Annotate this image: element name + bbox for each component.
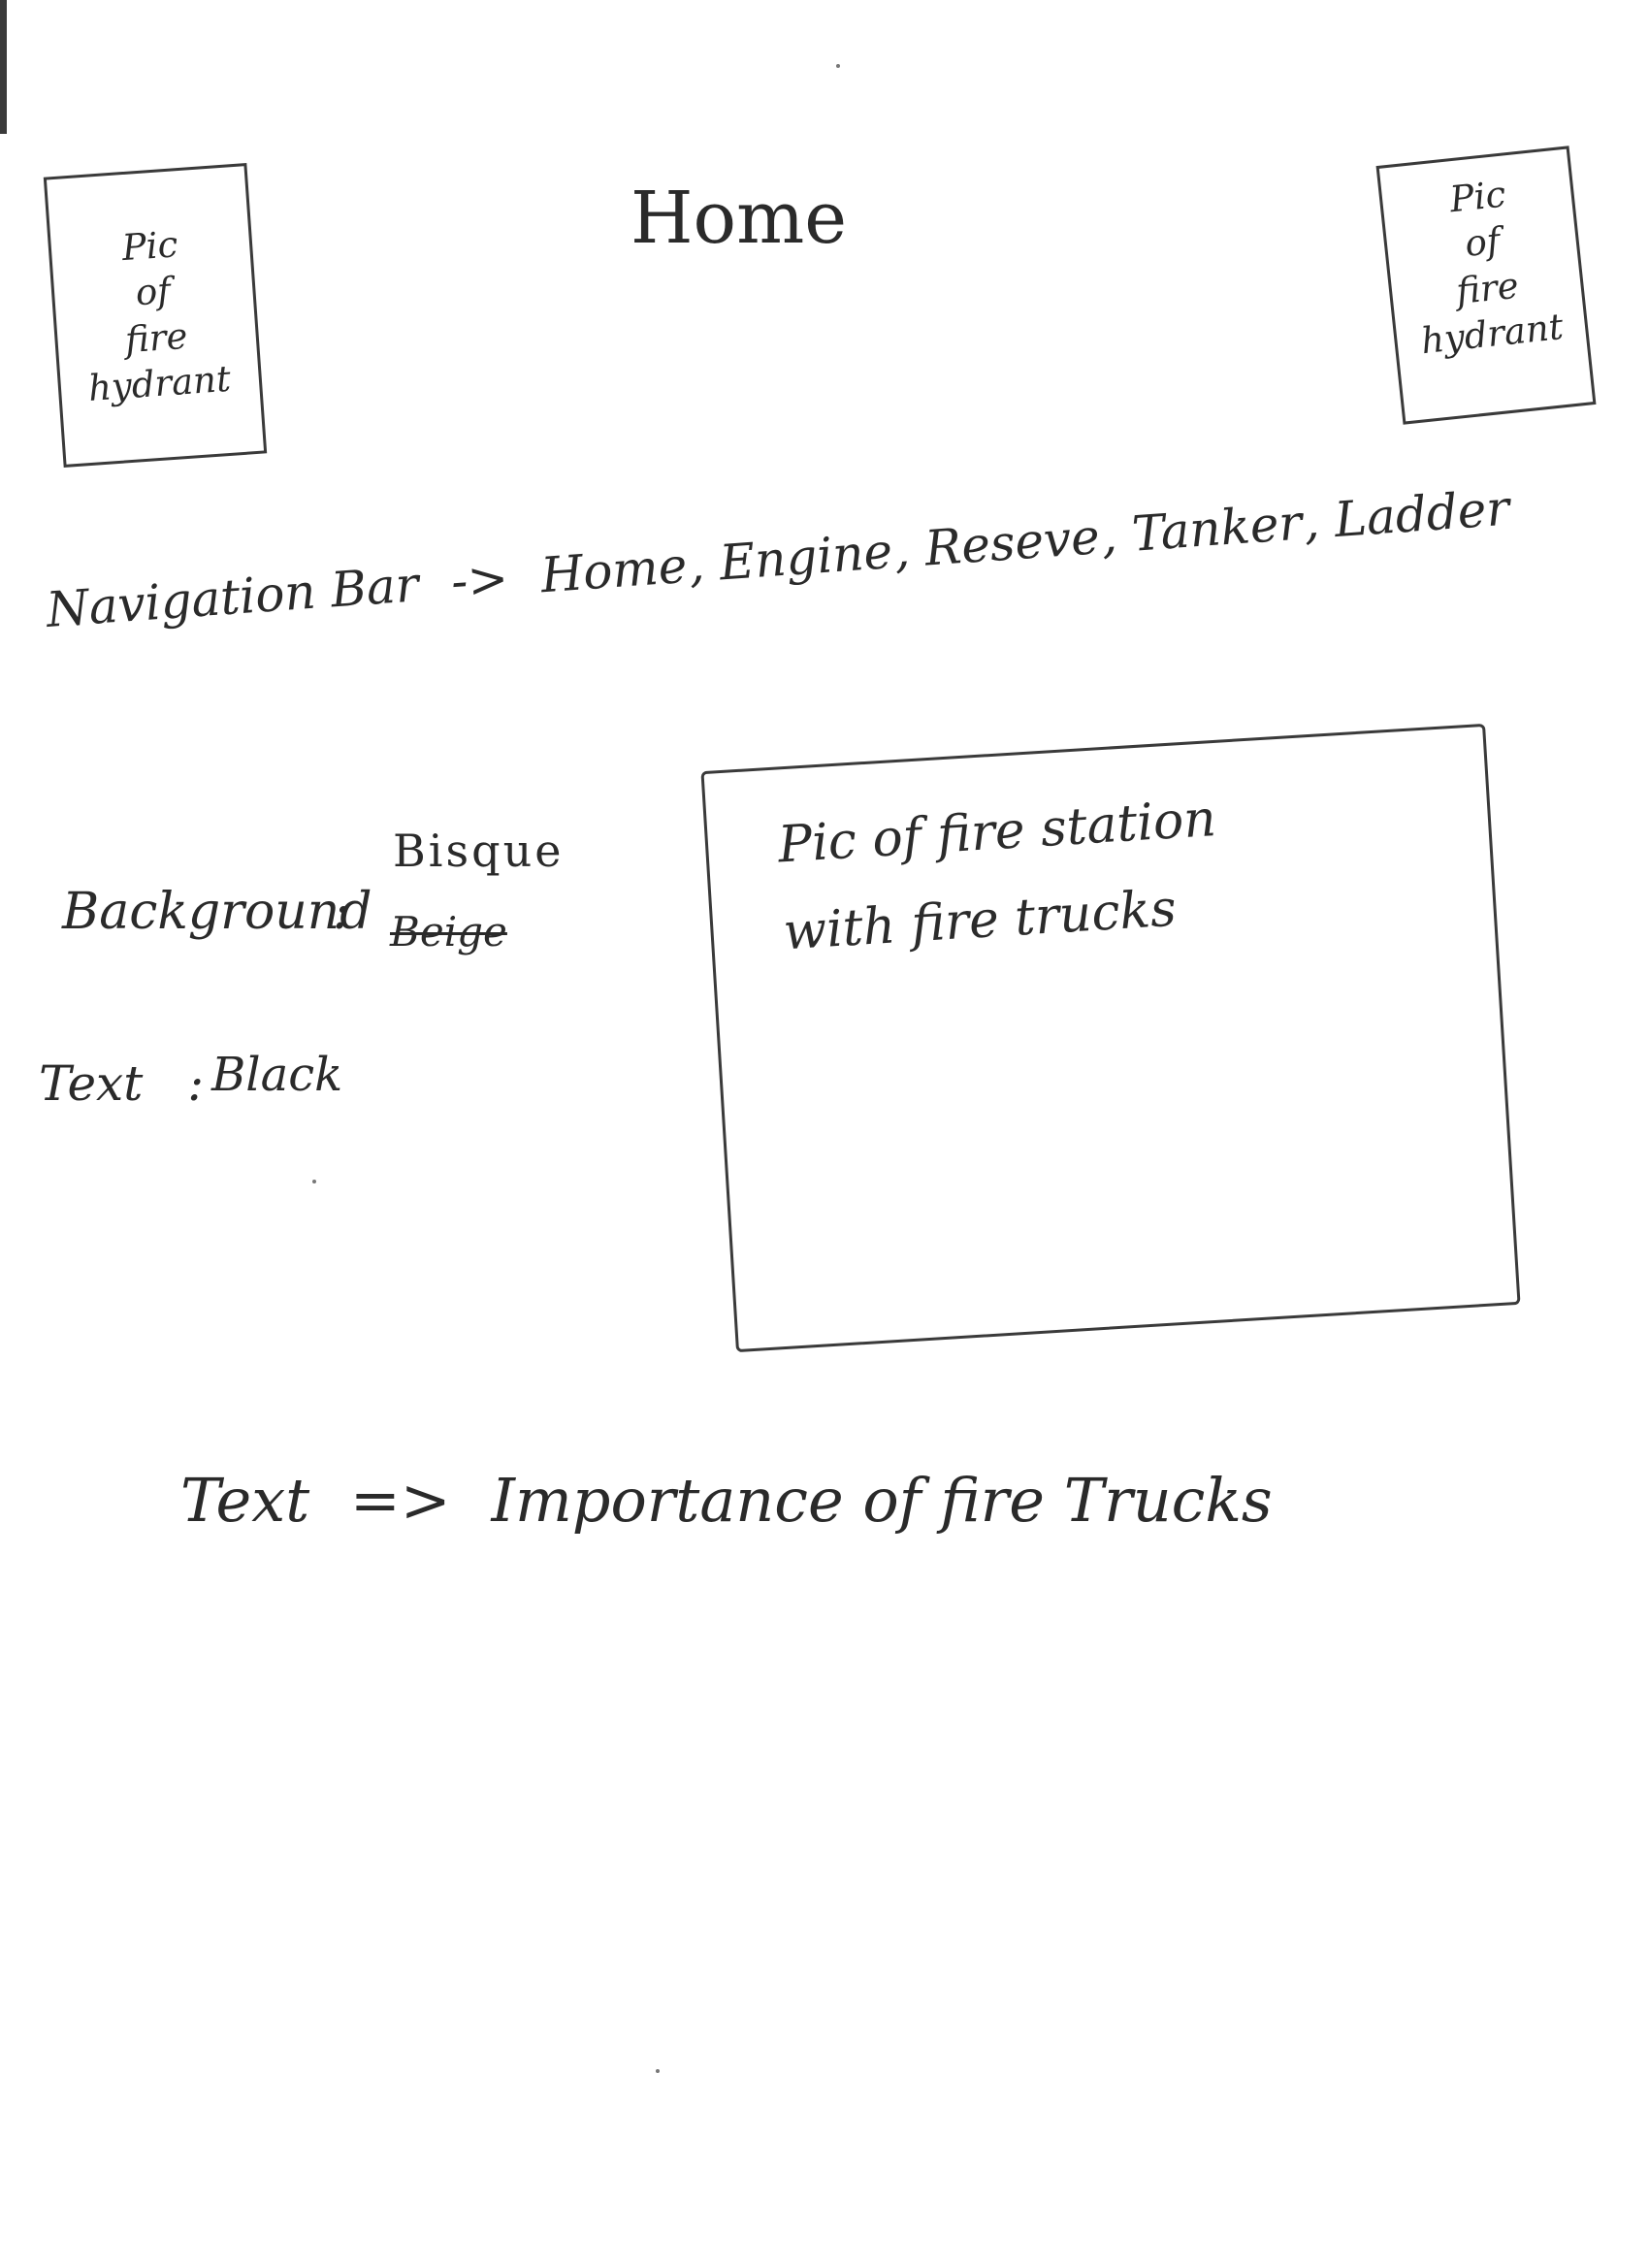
bottom-content: Importance of fire Trucks <box>491 1465 1273 1536</box>
hydrant-right-label: Pic of fire hydrant <box>1388 165 1581 366</box>
nav-item-engine[interactable]: Engine <box>717 523 894 592</box>
nav-item-reseve[interactable]: Reseve <box>922 508 1102 577</box>
nav-item-tanker[interactable]: Tanker <box>1130 494 1305 563</box>
text-colon: : <box>187 1055 205 1112</box>
comma: , <box>891 521 912 579</box>
station-label-line2: with fire trucks <box>781 879 1179 962</box>
hydrant-image-placeholder-left: Pic of fire hydrant <box>43 163 268 468</box>
text-color-label: Text : <box>39 1055 204 1112</box>
bottom-arrow: => <box>349 1465 451 1536</box>
text-label: Text <box>39 1055 144 1112</box>
page-title: Home <box>630 177 848 260</box>
hydrant-image-placeholder-right: Pic of fire hydrant <box>1375 146 1597 425</box>
text-color-value: Black <box>211 1048 343 1102</box>
comma: , <box>687 535 706 594</box>
nav-item-home[interactable]: Home <box>538 536 690 604</box>
background-colon: : <box>333 883 350 941</box>
nav-item-ladder[interactable]: Ladder <box>1332 479 1511 549</box>
station-label-line1: Pic of fire station <box>776 790 1218 875</box>
paper-speck <box>656 2069 660 2073</box>
paper-speck <box>836 64 840 68</box>
bottom-text-note: Text => Importance of fire Trucks <box>180 1465 1273 1536</box>
nav-arrow: -> <box>449 549 510 610</box>
bottom-label: Text <box>180 1465 310 1536</box>
navigation-bar-note: Navigation Bar -> Home, Engine, Reseve, … <box>44 479 1513 638</box>
comma: , <box>1302 493 1321 551</box>
background-crossed-out-value: Beige <box>390 908 507 956</box>
fire-station-image-placeholder: Pic of fire station with fire trucks <box>700 723 1521 1353</box>
paper-speck <box>312 1180 316 1183</box>
background-label: Background <box>62 883 372 941</box>
comma: , <box>1099 506 1119 565</box>
nav-label: Navigation Bar <box>44 556 421 638</box>
background-value: Bisque <box>393 825 565 877</box>
scan-edge <box>0 0 7 134</box>
hydrant-left-label: Pic of fire hydrant <box>64 217 246 412</box>
